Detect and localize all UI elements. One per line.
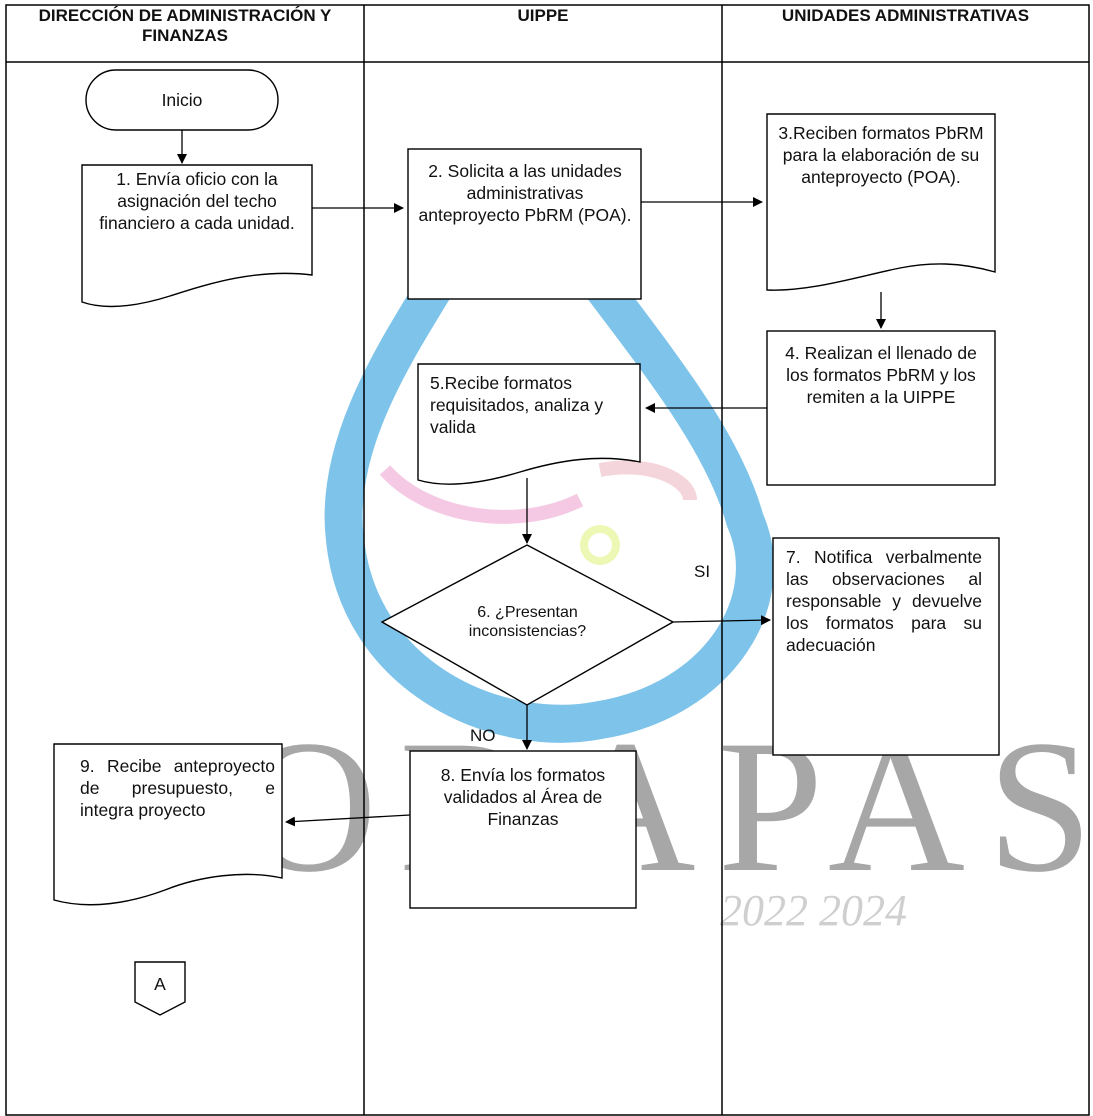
lane-header-admin-finanzas: DIRECCIÓN DE ADMINISTRACIÓN Y FINANZAS (38, 6, 332, 45)
watermark-wave-2 (598, 460, 697, 502)
watermark-dot (580, 525, 620, 565)
step5-shape (417, 363, 641, 485)
step3-text: 3.Reciben formatos PbRM para la elaborac… (778, 123, 984, 187)
step8-shape (409, 750, 637, 909)
step4-text: 4. Realizan el llenado de los formatos P… (785, 343, 977, 407)
step7-shape (772, 537, 1000, 756)
step8-text: 8. Envía los formatos validados al Área … (440, 765, 606, 829)
step9-text: 9. Recibe anteproyecto de presupuesto, e… (80, 756, 275, 820)
step2-shape (407, 148, 642, 300)
offpage-connector (134, 961, 186, 1016)
lane-header-uippe: UIPPE (517, 6, 569, 25)
watermark-wave (379, 465, 584, 524)
branch-yes-label: SI (694, 562, 711, 581)
start-label: Inicio (161, 90, 203, 110)
step1-text: 1. Envía oficio con la asignación del te… (99, 169, 295, 233)
watermark-drop (324, 205, 774, 743)
watermark-years: 2022 2024 (720, 886, 907, 935)
arrow-8-to-9 (285, 814, 411, 827)
arrow-6-to-7 (672, 615, 771, 626)
connector-label: A (154, 974, 166, 994)
table-border (5, 4, 1090, 1116)
step2-text: 2. Solicita a las unidades administrativ… (418, 161, 632, 225)
step5-text: 5.Recibe formatos requisitados, analiza … (430, 373, 604, 437)
step9-shape (53, 743, 283, 906)
branch-no-label: NO (470, 726, 496, 745)
step3-shape (766, 113, 996, 291)
step6-text: 6. ¿Presentan inconsistencias? (468, 604, 587, 640)
step7-text: 7. Notifica verbalmente las observacione… (786, 547, 982, 655)
lane-header-unidades: UNIDADES ADMINISTRATIVAS (781, 6, 1030, 25)
step1-shape (81, 164, 313, 308)
